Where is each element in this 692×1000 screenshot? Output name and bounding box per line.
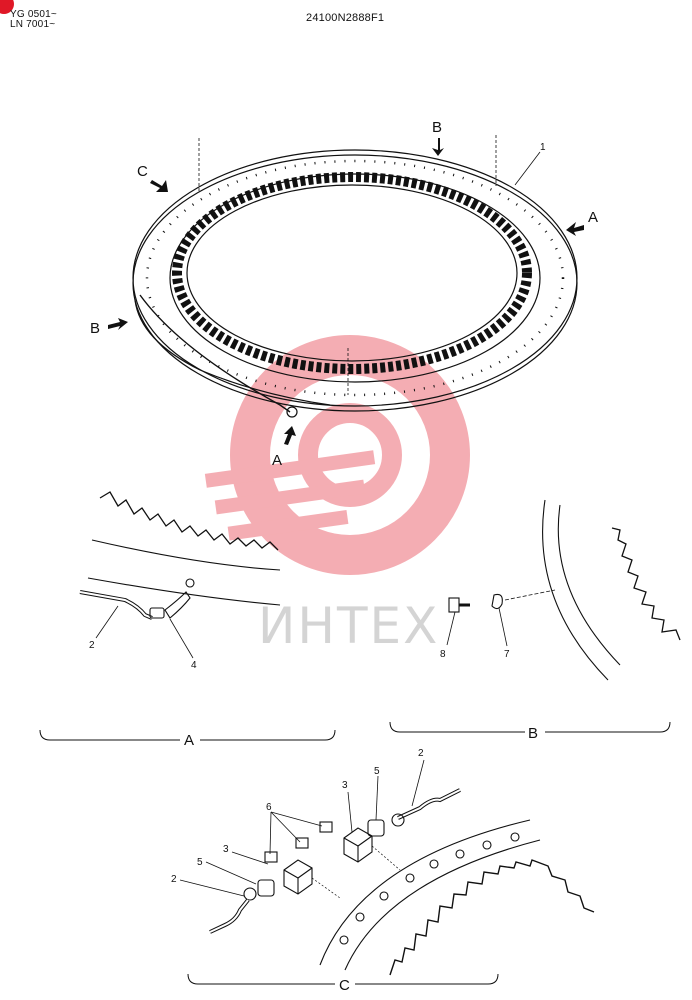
callout-a-4: 4: [191, 660, 197, 671]
detail-a-title: A: [184, 732, 194, 749]
serial-range-1: YG 0501~: [10, 9, 57, 20]
detail-c-title: C: [339, 977, 350, 994]
grease-line: [139, 294, 291, 413]
view-arrows: [108, 138, 584, 445]
callout-b-8: 8: [440, 649, 446, 660]
corner-mark: [0, 0, 14, 14]
serial-range-2: LN 7001~: [10, 19, 56, 30]
callout-1: 1: [540, 142, 546, 153]
view-label-c: C: [137, 163, 148, 180]
detail-c-bracket: [187, 973, 499, 985]
detail-b-bracket: [389, 721, 671, 733]
view-label-a-right: A: [588, 209, 598, 226]
callout-a-2: 2: [89, 640, 95, 651]
leader-1: [514, 151, 541, 186]
callout-c-6: 6: [266, 802, 272, 813]
watermark-logo: [204, 335, 470, 575]
slewing-ring: [132, 149, 578, 412]
centerline-marks: [198, 135, 497, 395]
callout-c-3-upper: 3: [342, 780, 348, 791]
watermark-text: ИНТЕХ: [258, 597, 440, 655]
detail-b-title: B: [528, 725, 538, 742]
detail-a-bracket: [39, 729, 336, 741]
callout-b-7: 7: [504, 649, 510, 660]
view-label-b-top: B: [432, 119, 442, 136]
view-label-a-bottom: A: [272, 452, 282, 469]
detail-a: [79, 491, 281, 659]
callout-c-2-lower: 2: [171, 874, 177, 885]
grease-fitting: [286, 406, 298, 418]
drawing-number: 24100N2888F1: [306, 12, 385, 24]
callout-c-5-lower: 5: [197, 857, 203, 868]
detail-b: [446, 499, 681, 681]
view-label-b-left: B: [90, 320, 100, 337]
callout-c-5-upper: 5: [374, 766, 380, 777]
callout-c-2-upper: 2: [418, 748, 424, 759]
detail-c: [179, 759, 595, 976]
callout-c-3-lower: 3: [223, 844, 229, 855]
